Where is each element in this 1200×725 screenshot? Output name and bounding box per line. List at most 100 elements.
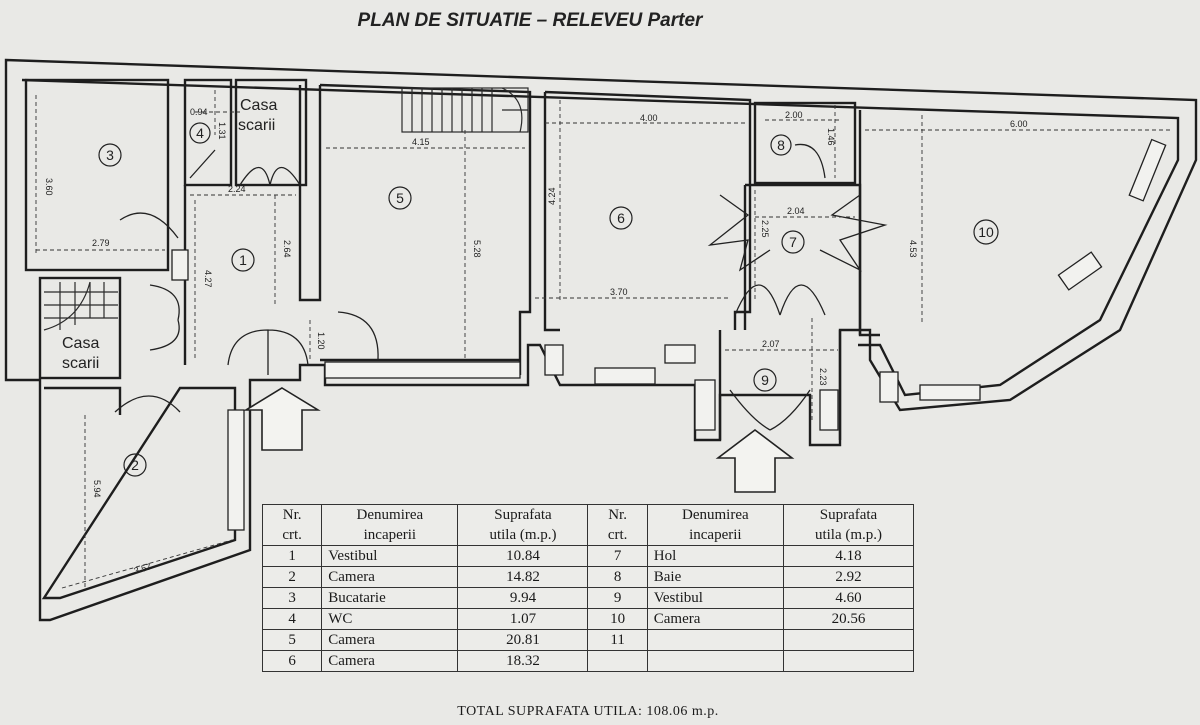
stair-label-top: Casa: [240, 97, 277, 114]
cell-name: WC: [321, 608, 459, 630]
room-number: 10: [978, 224, 994, 240]
dim-text: 4.00: [640, 113, 658, 123]
room-6-walls: [543, 90, 752, 332]
cell-nr: 6: [261, 650, 323, 672]
room-number: 8: [777, 137, 785, 153]
room-9-walls: [718, 330, 842, 440]
cell-nr: 8: [587, 566, 648, 588]
dim-text: 2.07: [762, 339, 780, 349]
table-row: 5 Camera 20.81 11: [261, 629, 915, 651]
doors: [114, 143, 826, 431]
entrance-arrow-icon: [715, 428, 795, 493]
room-8-walls: [753, 101, 857, 185]
cell-area: 14.82: [457, 566, 589, 588]
table-row: 1 Vestibul 10.84 7 Hol 4.18: [261, 545, 915, 567]
cell-nr: [587, 650, 648, 672]
cell-nr: 3: [261, 587, 323, 609]
table-row: 6 Camera 18.32: [261, 650, 915, 672]
cell-name: Camera: [321, 566, 459, 588]
cell-nr: 4: [261, 608, 323, 630]
dim-text: 5.28: [472, 240, 482, 258]
dim-text: 1.46: [826, 128, 836, 146]
dim-text: 2.04: [787, 206, 805, 216]
col-header-nr: crt.: [587, 525, 648, 546]
col-header-nr: crt.: [261, 525, 323, 546]
cell-area: 10.84: [457, 545, 589, 567]
cell-name: Camera: [321, 629, 459, 651]
stair-top-walls: [234, 78, 308, 187]
dim-text: 2.79: [92, 238, 110, 248]
dim-text: 4.27: [203, 270, 213, 288]
cell-area: 4.18: [782, 545, 915, 567]
stair-label-left: scarii: [62, 355, 99, 372]
table-row: 2 Camera 14.82 8 Baie 2.92: [261, 566, 915, 588]
dim-text: 3.60: [44, 178, 54, 196]
cell-name: Hol: [646, 545, 784, 567]
cell-nr: 11: [587, 629, 648, 651]
room-2-walls: [41, 386, 237, 600]
stair-label-top: scarii: [238, 117, 275, 134]
cell-name: [646, 650, 784, 672]
dim-text: 1.31: [217, 122, 227, 140]
dim-text: 3.57: [133, 561, 153, 575]
total-area: TOTAL SUPRAFATA UTILA: 108.06 m.p.: [457, 704, 719, 719]
col-header-area: Suprafata: [782, 504, 915, 525]
cell-nr: 5: [261, 629, 323, 651]
col-header-area: utila (m.p.): [782, 525, 915, 546]
room-number: 3: [106, 147, 114, 163]
dim-text: 2.00: [785, 110, 803, 120]
cell-area: [782, 650, 915, 672]
entrance-arrow-icon: [243, 387, 321, 451]
stair-left-treads: [43, 281, 118, 331]
dim-text: 2.24: [228, 184, 246, 194]
dim-text: 0.94: [190, 107, 208, 117]
col-header-area: utila (m.p.): [457, 525, 589, 546]
col-header-name: incaperii: [321, 525, 459, 546]
cell-area: 20.56: [782, 608, 915, 630]
plan-title: PLAN DE SITUATIE – RELEVEU Parter: [357, 10, 703, 31]
room-number: 9: [761, 372, 769, 388]
cell-area: 2.92: [782, 566, 915, 588]
cell-name: Camera: [321, 650, 459, 672]
dim-text: 2.25: [760, 220, 770, 238]
col-header-area: Suprafata: [457, 504, 589, 525]
cell-name: Camera: [646, 608, 784, 630]
cell-area: [782, 629, 915, 651]
col-header-name: incaperii: [646, 525, 784, 546]
room-number: 1: [239, 252, 247, 268]
cell-nr: 9: [587, 587, 648, 609]
cell-area: 18.32: [457, 650, 589, 672]
dim-text: 2.64: [282, 240, 292, 258]
cell-area: 1.07: [457, 608, 589, 630]
room-4-walls: [183, 78, 233, 187]
dim-text: 5.94: [92, 480, 102, 498]
stair-left-walls: [38, 276, 122, 380]
cell-name: Bucatarie: [321, 587, 459, 609]
stair-label-left: Casa: [62, 335, 99, 352]
col-header-nr: Nr.: [587, 504, 648, 525]
cell-nr: 10: [587, 608, 648, 630]
col-header-name: Denumirea: [646, 504, 784, 525]
room-number: 6: [617, 210, 625, 226]
dim-text: 3.70: [610, 287, 628, 297]
room-number: 4: [196, 125, 204, 141]
room-10-walls: [858, 110, 880, 337]
inner-outline: [21, 78, 1180, 397]
cell-name: Vestibul: [646, 587, 784, 609]
cell-area: 20.81: [457, 629, 589, 651]
cell-area: 9.94: [457, 587, 589, 609]
room-labels: 3 4 1 5 6 8 7 9 10 2: [98, 122, 999, 477]
dim-text: 4.24: [547, 187, 557, 205]
room-number: 2: [131, 457, 139, 473]
table-row: 4 WC 1.07 10 Camera 20.56: [261, 608, 915, 630]
cell-name: Vestibul: [321, 545, 459, 567]
dim-text: 4.53: [908, 240, 918, 258]
room-number: 5: [396, 190, 404, 206]
windows: [171, 138, 1167, 531]
cell-area: 4.60: [782, 587, 915, 609]
dim-text: 2.23: [818, 368, 828, 386]
dim-text: 6.00: [1010, 119, 1028, 129]
col-header-nr: Nr.: [261, 504, 323, 525]
area-table: Nr. Denumirea Suprafata Nr. Denumirea Su…: [261, 504, 915, 672]
